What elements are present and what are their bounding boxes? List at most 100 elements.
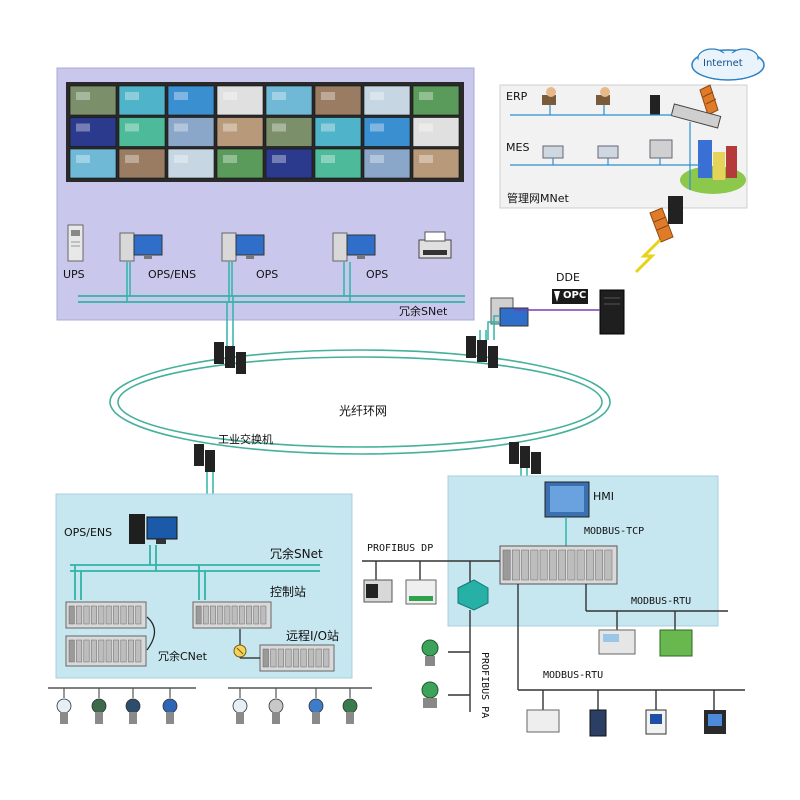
erp-user-icon-1 [542,87,556,105]
video-wall-tile-detail [174,92,188,100]
ups-icon [67,224,84,262]
modbus-rtu-label-1: MODBUS-RTU [631,596,692,607]
profibus-pa-line [448,610,471,712]
video-wall-tile [167,85,215,116]
rack-module [135,639,142,663]
rack-module [576,549,585,581]
pa-transmitter-2 [421,681,439,708]
opc-logo [552,289,588,304]
rack-module [195,605,202,625]
rack-module [308,648,315,668]
video-wall-tile-detail [223,155,237,163]
control-room-snet-label: 冗余SNet [399,305,448,318]
workstation-icon-ops-1 [221,232,265,262]
management-network-label: 管理网MNet [507,192,569,205]
video-wall-tile [314,148,362,179]
rack-module [83,605,90,625]
erp-label: ERP [506,90,528,103]
field-instrument-body [346,712,354,724]
mes-pc-icons [542,139,673,159]
remote-io-label: 远程I/O站 [286,629,340,643]
modbus-rtu-devices-top [598,629,693,657]
ups-label: UPS [63,268,85,281]
video-wall-tile [314,85,362,116]
hmi-panel-icon [544,481,590,546]
rack-module [120,605,127,625]
control-station-rack-2 [65,635,147,667]
rack-module [231,605,238,625]
field-instrument-icon [308,698,324,714]
field-instrument-icon [56,698,72,714]
management-lines [510,105,700,190]
rack-module [521,549,529,581]
rack-module [300,648,307,668]
modbus-tcp-label: MODBUS-TCP [584,526,645,537]
left-snet-label: 冗余SNet [270,547,323,561]
video-wall-tile [69,117,117,147]
dde-label: DDE [556,271,580,284]
left-workstation-label: OPS/ENS [64,526,113,539]
profibus-dp-line [362,560,500,585]
rack-module [68,639,75,663]
video-wall-tile-detail [223,92,237,100]
field-instrument-body [166,712,174,724]
video-wall-tile [412,148,460,179]
field-instrument-icon [91,698,107,714]
video-wall [66,82,464,182]
video-wall-tile [216,85,264,116]
video-wall-tile [363,117,411,147]
rack-module [83,639,90,663]
video-wall-tile-detail [76,92,90,100]
control-room-snet [78,295,465,303]
field-instrument-icon [162,698,178,714]
hmi-label: HMI [593,490,615,503]
video-wall-tile-detail [321,123,335,132]
fiber-converter-icon [233,644,247,658]
video-wall-tile [412,117,460,147]
field-instrument-body [312,712,320,724]
rack-module [98,605,105,625]
fiber-ring [109,349,611,455]
control-station-label: 控制站 [270,585,307,599]
rack-module [135,605,142,625]
rack-module [567,549,576,581]
video-wall-tile [314,117,362,147]
rack-module [586,549,594,581]
rack-module [238,605,245,625]
rack-module [530,549,539,581]
video-wall-tile [412,85,460,116]
profibus-dp-label: PROFIBUS DP [367,543,434,554]
modbus-rtu-label-2: MODBUS-RTU [543,670,604,681]
rack-module [253,605,260,625]
control-station-rack-1 [65,601,147,629]
erp-server-icon [650,95,660,115]
workstation-icon-ops-2 [332,232,376,262]
video-wall-tile-detail [125,92,139,100]
video-wall-tile-detail [272,92,286,100]
rack-module [105,639,112,663]
router-icon [670,103,722,129]
video-wall-tile-detail [76,155,90,163]
rack-module [502,549,511,581]
cnet-label: 冗余CNet [158,650,207,663]
remote-io-rack [259,644,335,672]
rack-module [90,639,97,663]
video-wall-tile-detail [174,155,188,163]
rack-module [595,549,603,581]
rack-module [539,549,548,581]
field-instrument-body [60,712,68,724]
video-wall-tile-detail [370,155,384,163]
rack-module [76,639,83,663]
modbus-rtu-lines [517,584,745,710]
video-wall-tile [363,148,411,179]
switch-icon-bottom-left [194,444,215,472]
rack-module [113,639,120,663]
opc-server-icon [599,289,625,335]
video-wall-tile [118,85,166,116]
video-wall-tile [167,117,215,147]
rack-module [604,549,613,581]
ops-ens-label: OPS/ENS [148,268,197,281]
video-wall-tile [69,148,117,179]
field-instrument-icon [342,698,358,714]
video-wall-tile [118,148,166,179]
